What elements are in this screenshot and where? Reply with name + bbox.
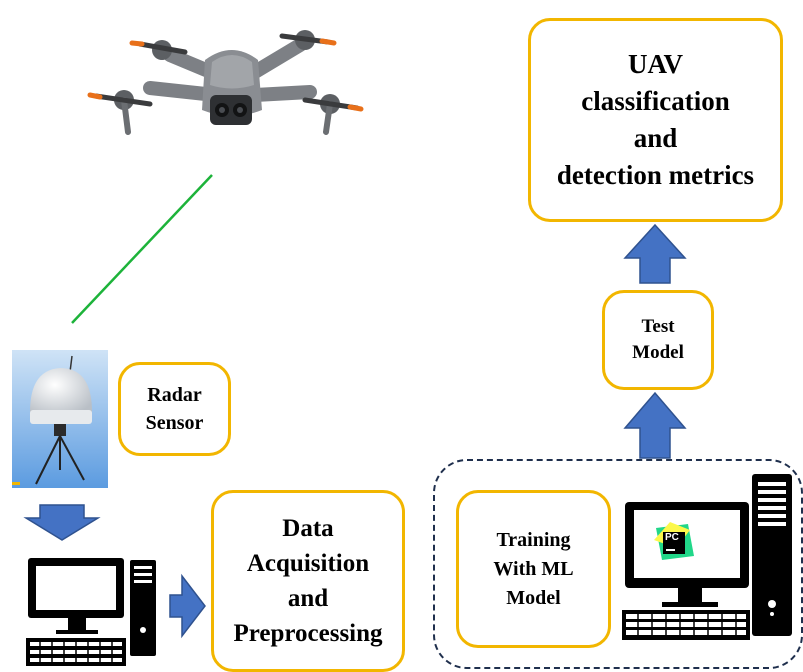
- training-line-3: Model: [506, 586, 561, 609]
- metrics-line-3: and: [633, 123, 678, 153]
- test-line-1: Test: [641, 316, 675, 337]
- metrics-line-2: classification: [581, 86, 730, 116]
- arrow-up-training-to-test: [623, 391, 687, 459]
- data-acquisition-box: Data Acquisition and Preprocessing: [211, 490, 405, 672]
- pycharm-logo-icon: [654, 522, 694, 560]
- metrics-box: UAV classification and detection metrics: [528, 18, 783, 222]
- data-line-4: Preprocessing: [233, 620, 383, 647]
- metrics-line-1: UAV: [627, 49, 683, 79]
- test-line-2: Model: [632, 342, 684, 363]
- arrow-down-radar-to-computer: [23, 504, 101, 541]
- training-line-1: Training: [496, 528, 571, 551]
- radar-line-2: Sensor: [145, 412, 204, 434]
- radar-sensor-box: Radar Sensor: [118, 362, 231, 456]
- ml-training-group: [433, 459, 803, 669]
- test-model-box: Test Model: [602, 290, 714, 390]
- metrics-line-4: detection metrics: [556, 160, 755, 190]
- data-line-1: Data: [282, 515, 334, 542]
- arrow-up-test-to-metrics: [623, 223, 687, 284]
- pycharm-logo-text: PC: [665, 532, 679, 543]
- data-line-2: Acquisition: [246, 550, 370, 577]
- arrow-right-computer-to-data: [169, 573, 206, 639]
- training-box: Training With ML Model: [456, 490, 611, 648]
- training-line-2: With ML: [493, 557, 574, 580]
- radar-line-1: Radar: [147, 384, 202, 406]
- data-line-3: and: [287, 585, 329, 612]
